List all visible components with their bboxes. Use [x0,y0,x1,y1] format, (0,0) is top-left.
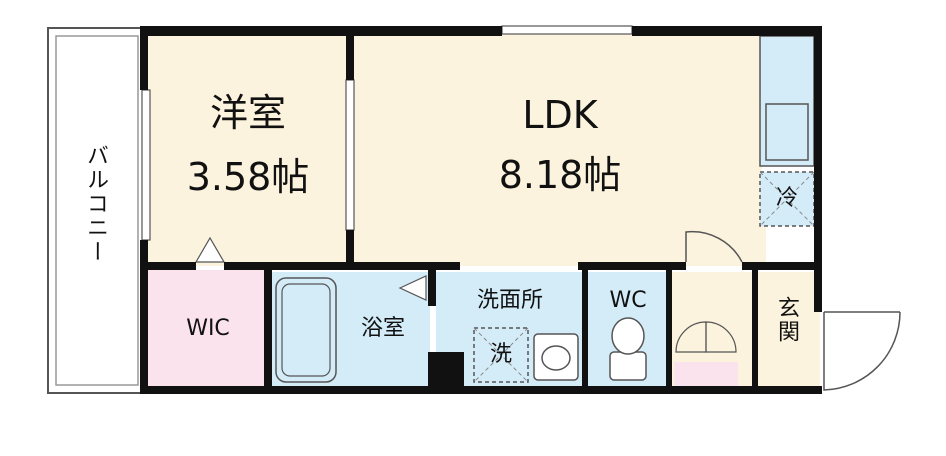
ldk-size: 8.18帖 [498,153,622,197]
entrance-floor [758,272,820,390]
balcony-area [47,27,147,394]
shoe-box [674,362,738,390]
sink [765,103,809,161]
entrance-door-swing [823,311,901,391]
walls [140,26,822,394]
western-door-mark [194,236,226,263]
basin-bowl [541,345,571,371]
ldk-name: LDK [522,93,598,137]
washroom-label: 洗面所 [476,288,543,313]
bath-door-mark [398,275,427,301]
western-room-name: 洋室 [209,91,286,135]
window-western [141,89,151,241]
toilet-bowl [611,317,645,355]
bath-label: 浴室 [360,316,405,341]
wash-basin [533,333,579,381]
kitchen-floor [686,190,766,266]
toilet-tank [609,351,647,381]
closet-door-swing [705,321,737,353]
fridge-label: 冷 [775,186,798,211]
wic-floor [148,270,266,390]
western-room-floor [146,30,350,266]
western-room-size: 3.58帖 [186,155,310,199]
wc-label: WC [609,288,647,313]
fridge-x-line [759,171,815,227]
window-top [501,25,633,35]
washer-x-line [473,327,529,383]
balcony-rail [55,35,139,386]
kitchen-counter [759,35,815,167]
bathtub-inner [281,283,331,377]
balcony-label: バルコニー [83,144,108,264]
entrance-label: 玄関 [774,296,799,344]
washer-label: 洗 [489,342,512,367]
bathtub [275,277,337,383]
ldk-door-swing [685,230,743,263]
window-partition [345,79,355,231]
wic-label: WIC [186,316,230,341]
